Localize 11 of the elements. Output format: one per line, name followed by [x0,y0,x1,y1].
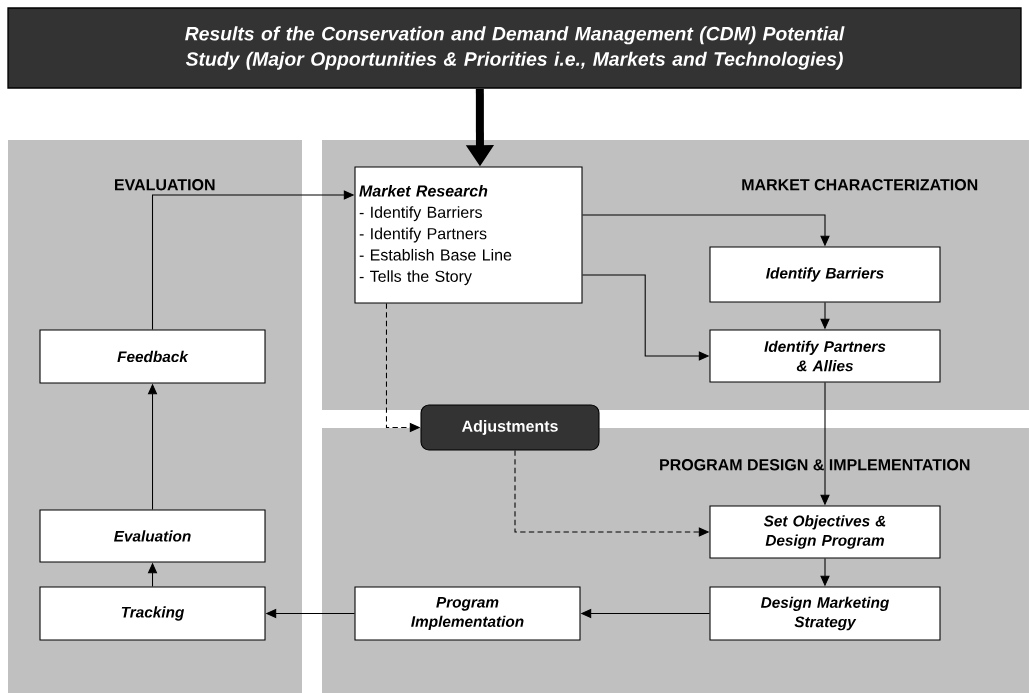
process-box: Market Research - Identify Barriers - Identify Partners - Establish Base Line - Tells the Story [354,166,583,304]
process-box: Tracking [39,586,266,641]
process-box: Set Objectives & Design Program [709,505,941,559]
process-box: Identify Partners & Allies [709,329,941,383]
process-box: Evaluation [39,509,266,563]
process-box: Program Implementation [354,586,581,641]
title-banner: Results of the Conservation and Demand Management (CDM) Potential Study (Major Opportunities & Priorities i.e., Markets and Technologies) [7,7,1022,89]
process-box: Identify Barriers [709,246,941,303]
process-box: Feedback [39,329,266,384]
process-box: Design Marketing Strategy [709,586,941,641]
rounded-box: Adjustments [420,404,600,451]
